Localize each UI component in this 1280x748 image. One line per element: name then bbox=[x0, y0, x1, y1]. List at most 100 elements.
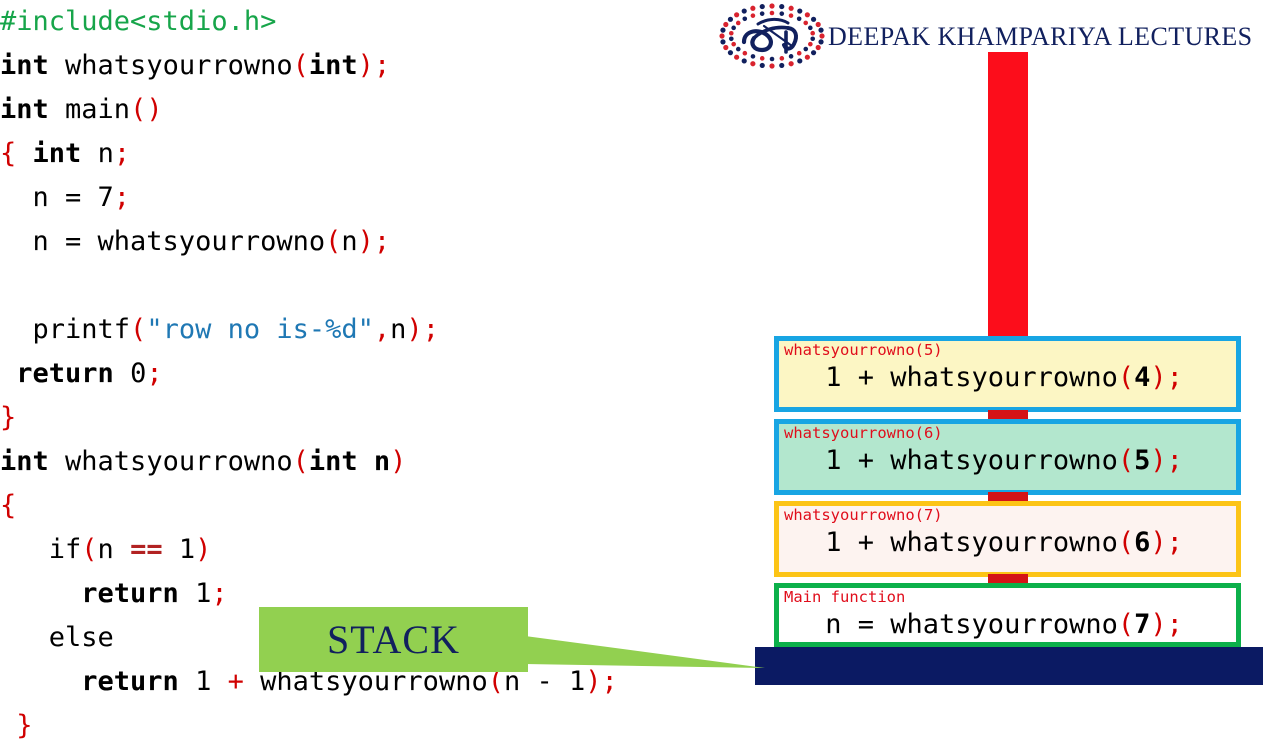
code-token: n = whatsyourrowno bbox=[809, 609, 1118, 640]
code-token: ; bbox=[113, 138, 131, 169]
stack-diagram: whatsyourrowno(5) 1 + whatsyourrowno(4);… bbox=[755, 52, 1263, 685]
stack-frame-body: n = whatsyourrowno(7); bbox=[779, 606, 1236, 644]
code-token: ) bbox=[1150, 527, 1167, 558]
code-token: 7 bbox=[1134, 609, 1151, 640]
code-line: int whatsyourrowno(int); bbox=[0, 44, 740, 88]
code-token: } bbox=[0, 402, 17, 433]
stack-frame-connector bbox=[988, 492, 1028, 501]
code-token: , bbox=[373, 314, 391, 345]
code-line: { int n; bbox=[0, 132, 740, 176]
code-token: ( bbox=[1117, 609, 1135, 640]
code-token: n bbox=[81, 138, 114, 169]
code-token: return bbox=[81, 578, 179, 609]
code-token: ( bbox=[292, 50, 309, 81]
code-token: ) bbox=[357, 226, 374, 257]
code-token: 1 bbox=[178, 578, 212, 609]
brand-header: DEEPAK KHAMPARIYA LECTURES bbox=[714, 0, 1280, 72]
stack-frame[interactable]: whatsyourrowno(7) 1 + whatsyourrowno(6); bbox=[774, 501, 1241, 577]
code-token: main bbox=[48, 94, 131, 125]
code-token: whatsyourrowno bbox=[48, 50, 293, 81]
code-token: ( bbox=[325, 226, 342, 257]
code-line: else bbox=[0, 616, 740, 660]
code-token: 4 bbox=[1134, 362, 1151, 393]
code-line: return 0; bbox=[0, 352, 740, 396]
stack-base-bar bbox=[755, 647, 1263, 685]
code-line: printf("row no is-%d",n); bbox=[0, 308, 740, 352]
code-line: if(n == 1) bbox=[0, 528, 740, 572]
code-token: int bbox=[32, 138, 82, 169]
code-token: ) bbox=[357, 50, 374, 81]
code-token: int bbox=[308, 50, 358, 81]
code-token: return bbox=[16, 358, 114, 389]
code-token: n bbox=[390, 314, 407, 345]
code-token: ) bbox=[585, 666, 602, 697]
code-token: ; bbox=[211, 578, 228, 609]
code-line: return 1; bbox=[0, 572, 740, 616]
code-token: int bbox=[0, 94, 49, 125]
code-token: ( bbox=[1117, 362, 1135, 393]
code-token: whatsyourrowno bbox=[48, 446, 293, 477]
code-token: ( bbox=[487, 666, 504, 697]
code-token: { bbox=[0, 138, 17, 169]
code-line: n = whatsyourrowno(n); bbox=[0, 220, 740, 264]
code-token: ; bbox=[1166, 362, 1183, 393]
code-token: return bbox=[81, 666, 179, 697]
code-token: 1 bbox=[162, 534, 196, 565]
stack-callout-tail bbox=[525, 636, 765, 668]
code-token: ( bbox=[292, 446, 309, 477]
code-token: 6 bbox=[1134, 527, 1151, 558]
code-token: ; bbox=[1166, 609, 1183, 640]
code-token: ; bbox=[113, 182, 131, 213]
code-line: int main() bbox=[0, 88, 740, 132]
code-token: n = whatsyourrowno bbox=[0, 226, 326, 257]
recursion-pointer-bar bbox=[988, 52, 1028, 337]
code-token: + bbox=[227, 666, 244, 697]
code-token: ; bbox=[601, 666, 618, 697]
code-token: ( bbox=[130, 314, 147, 345]
code-token: ; bbox=[373, 226, 391, 257]
code-line: n = 7; bbox=[0, 176, 740, 220]
code-token: if bbox=[0, 534, 82, 565]
code-token: n - 1 bbox=[503, 666, 586, 697]
code-line: return 1 + whatsyourrowno(n - 1); bbox=[0, 660, 740, 704]
code-token: 1 + whatsyourrowno bbox=[809, 527, 1118, 558]
code-token: ) bbox=[406, 314, 423, 345]
code-token: { bbox=[0, 490, 17, 521]
stack-frame-label: Main function bbox=[784, 588, 906, 606]
stack-frame-body: 1 + whatsyourrowno(6); bbox=[779, 524, 1236, 562]
stack-frame-body: 1 + whatsyourrowno(5); bbox=[779, 442, 1236, 480]
stack-frame[interactable]: whatsyourrowno(5) 1 + whatsyourrowno(4); bbox=[774, 336, 1241, 412]
code-token: 1 + whatsyourrowno bbox=[809, 362, 1118, 393]
code-token: ) bbox=[390, 446, 407, 477]
brand-title: DEEPAK KHAMPARIYA LECTURES bbox=[828, 22, 1253, 51]
code-token: ) bbox=[1150, 609, 1167, 640]
code-token: ( bbox=[81, 534, 98, 565]
code-token: == bbox=[130, 534, 163, 565]
code-token: "row no is-%d" bbox=[146, 314, 374, 345]
deepak-khampariya-monogram-logo bbox=[719, 3, 825, 69]
code-token: ; bbox=[422, 314, 439, 345]
code-token: ) bbox=[1150, 445, 1167, 476]
code-token: 5 bbox=[1134, 445, 1151, 476]
code-token: 0 bbox=[113, 358, 147, 389]
stack-callout-label: STACK bbox=[327, 617, 460, 662]
stack-frame[interactable]: whatsyourrowno(6) 1 + whatsyourrowno(5); bbox=[774, 419, 1241, 495]
code-token: ) bbox=[1150, 362, 1167, 393]
code-token: ; bbox=[1166, 445, 1183, 476]
code-token: n bbox=[97, 534, 131, 565]
code-line: { bbox=[0, 484, 740, 528]
code-token: ( bbox=[1117, 445, 1135, 476]
code-token: ; bbox=[146, 358, 163, 389]
stack-frame-connector bbox=[988, 574, 1028, 583]
code-line: } bbox=[0, 396, 740, 440]
code-token: ; bbox=[1166, 527, 1183, 558]
code-line: #include<stdio.h> bbox=[0, 0, 740, 44]
code-token: 1 bbox=[178, 666, 228, 697]
stack-frame[interactable]: Main function n = whatsyourrowno(7); bbox=[774, 583, 1241, 647]
code-token: n = 7 bbox=[0, 182, 114, 213]
code-token: n bbox=[341, 226, 358, 257]
code-token: int bbox=[0, 446, 49, 477]
stack-frame-connector bbox=[988, 410, 1028, 419]
code-token: #include<stdio.h> bbox=[0, 6, 277, 37]
code-token: ; bbox=[373, 50, 391, 81]
